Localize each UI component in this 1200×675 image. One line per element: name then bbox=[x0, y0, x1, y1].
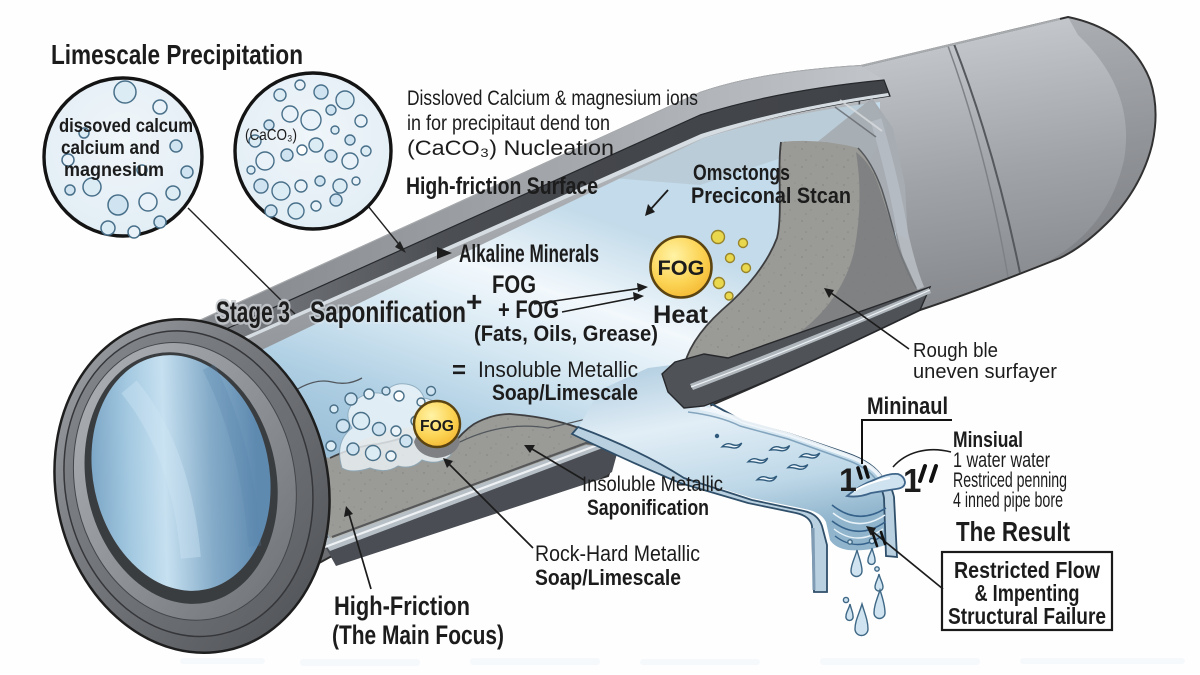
svg-text:Rough ble: Rough ble bbox=[913, 340, 998, 362]
svg-text:Restriced penning: Restriced penning bbox=[953, 469, 1067, 492]
svg-text:& Impenting: & Impenting bbox=[975, 580, 1080, 606]
svg-text:The Result: The Result bbox=[956, 516, 1070, 547]
svg-text:(Fats, Oils, Grease): (Fats, Oils, Grease) bbox=[474, 321, 658, 346]
svg-text:dissoved calcum: dissoved calcum bbox=[59, 116, 193, 137]
svg-text:Structural Failure: Structural Failure bbox=[948, 603, 1106, 629]
svg-text:Mininaul: Mininaul bbox=[867, 393, 948, 420]
svg-text:magnesium: magnesium bbox=[64, 160, 164, 181]
svg-text:FOG: FOG bbox=[492, 271, 536, 299]
svg-text:FOG: FOG bbox=[420, 418, 454, 435]
svg-text:High-Friction: High-Friction bbox=[334, 591, 470, 621]
svg-text:Alkaline Minerals: Alkaline Minerals bbox=[459, 240, 599, 268]
svg-text:Heat: Heat bbox=[653, 301, 709, 329]
svg-text:Limescale Precipitation: Limescale Precipitation bbox=[51, 39, 303, 70]
svg-text:uneven surfayer: uneven surfayer bbox=[913, 361, 1057, 383]
svg-text:Stage 3: Stage 3 bbox=[216, 296, 290, 329]
svg-text:Insoluble Metallic: Insoluble Metallic bbox=[478, 357, 638, 382]
svg-text:4 inned pipe bore: 4 inned pipe bore bbox=[953, 489, 1063, 512]
svg-text:Restricted Flow: Restricted Flow bbox=[954, 557, 1100, 583]
svg-text:in for precipitaut dend ton: in for precipitaut dend ton bbox=[407, 112, 610, 135]
svg-text:Minsiual: Minsiual bbox=[953, 427, 1023, 452]
svg-text:(The Main Focus): (The Main Focus) bbox=[332, 620, 504, 650]
svg-text:=: = bbox=[452, 357, 466, 384]
svg-text:High-friction Surface: High-friction Surface bbox=[406, 173, 598, 200]
svg-text:Soap/Limescale: Soap/Limescale bbox=[535, 565, 681, 590]
svg-text:Insoluble Metallic: Insoluble Metallic bbox=[582, 473, 723, 496]
svg-text:FOG: FOG bbox=[658, 257, 705, 280]
svg-text:Rock-Hard Metallic: Rock-Hard Metallic bbox=[535, 541, 700, 566]
svg-text:1: 1 bbox=[903, 462, 921, 499]
svg-text:Omsctongs: Omsctongs bbox=[693, 160, 790, 185]
svg-text:1 water water: 1 water water bbox=[953, 449, 1050, 472]
svg-text:Preciconal Stcan: Preciconal Stcan bbox=[691, 183, 851, 208]
svg-text:Saponification: Saponification bbox=[310, 296, 466, 329]
svg-text:Saponification: Saponification bbox=[587, 495, 709, 520]
svg-text:Saponification: Saponification bbox=[310, 296, 466, 329]
svg-text:(CaCO₃): (CaCO₃) bbox=[245, 127, 297, 144]
svg-text:Dissloved Calcium & magnesium: Dissloved Calcium & magnesium ions bbox=[407, 87, 698, 110]
svg-text:(CaCO₃) Nucleation: (CaCO₃) Nucleation bbox=[407, 137, 614, 160]
svg-text:1: 1 bbox=[839, 462, 857, 498]
svg-text:Soap/Limescale: Soap/Limescale bbox=[492, 380, 638, 405]
svg-text:+ FOG: + FOG bbox=[498, 296, 559, 324]
svg-text:calcium and: calcium and bbox=[61, 138, 160, 159]
svg-text:+: + bbox=[466, 286, 482, 317]
svg-text:Stage 3: Stage 3 bbox=[216, 296, 290, 329]
